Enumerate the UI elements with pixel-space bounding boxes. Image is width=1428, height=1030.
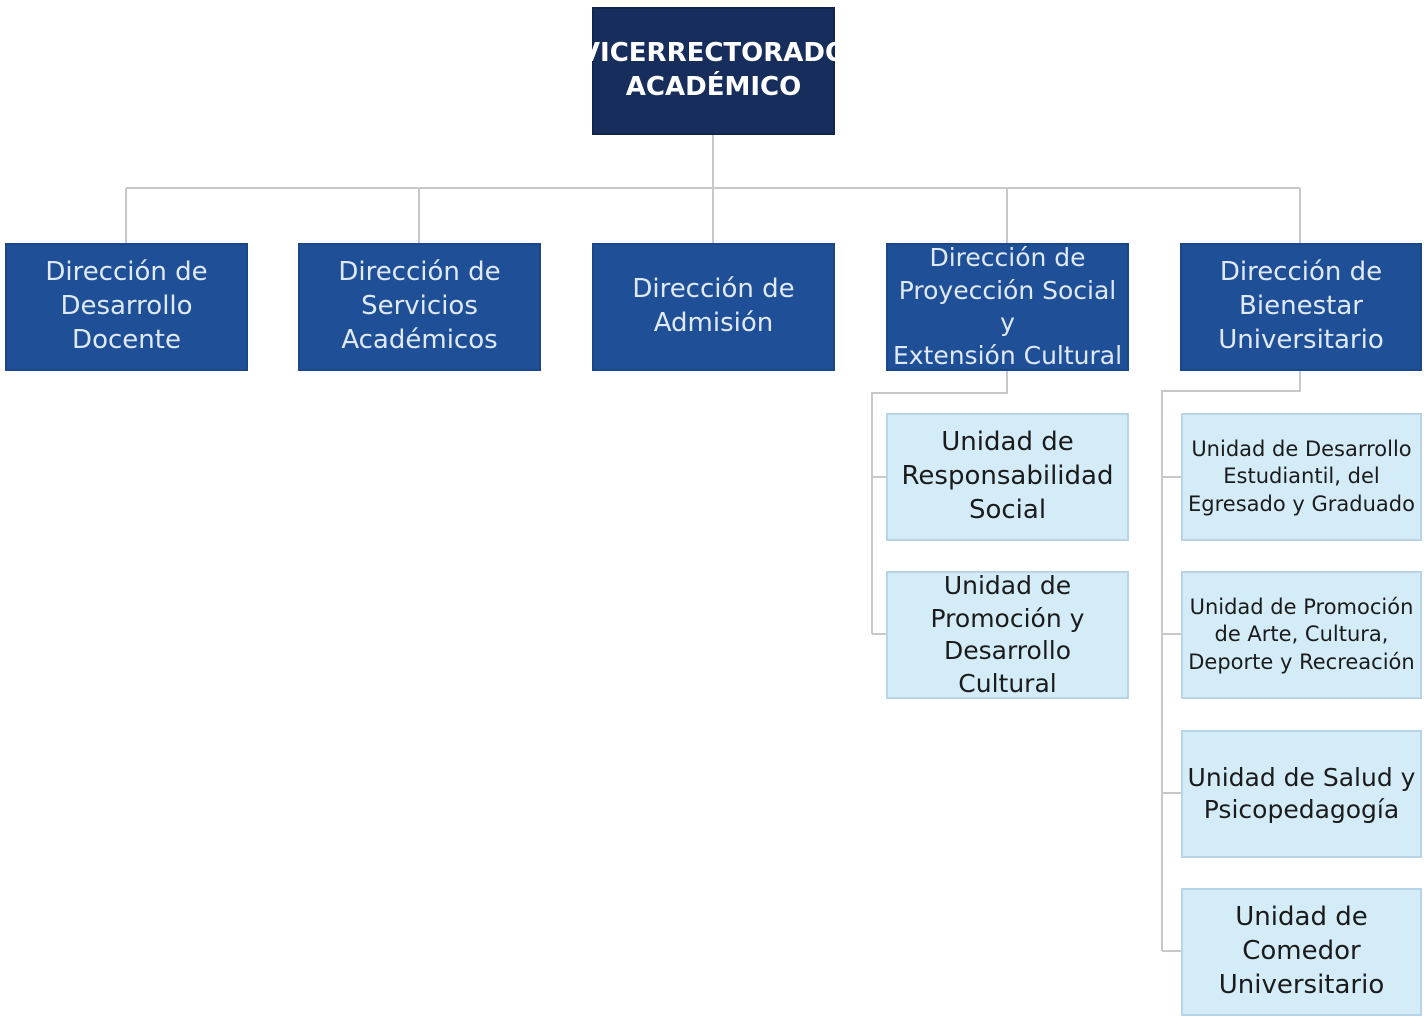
node-direccion-servicios-academicos: Dirección de Servicios Académicos — [298, 243, 541, 371]
node-unidad-responsabilidad-social: Unidad de Responsabilidad Social — [886, 413, 1129, 541]
connector-bienestar-branch — [1161, 371, 1301, 951]
node-unidad-desarrollo-estudiantil: Unidad de Desarrollo Estudiantil, del Eg… — [1181, 413, 1422, 541]
node-unidad-comedor-universitario: Unidad de Comedor Universitario — [1181, 888, 1422, 1016]
node-direccion-proyeccion-social: Dirección de Proyección Social y Extensi… — [886, 243, 1129, 371]
node-unidad-salud-psicopedagogia: Unidad de Salud y Psicopedagogía — [1181, 730, 1422, 858]
node-vicerrectorado-academico: VICERRECTORADO ACADÉMICO — [580, 7, 847, 135]
node-direccion-bienestar-universitario: Dirección de Bienestar Universitario — [1180, 243, 1422, 371]
node-unidad-promocion-arte-cultura: Unidad de Promoción de Arte, Cultura, De… — [1181, 571, 1422, 699]
node-direccion-admision: Dirección de Admisión — [592, 243, 835, 371]
node-direccion-desarrollo-docente: Dirección de Desarrollo Docente — [5, 243, 248, 371]
node-unidad-promocion-desarrollo-cultural: Unidad de Promoción y Desarrollo Cultura… — [886, 571, 1129, 699]
connector-proyeccion-branch — [871, 371, 1008, 634]
